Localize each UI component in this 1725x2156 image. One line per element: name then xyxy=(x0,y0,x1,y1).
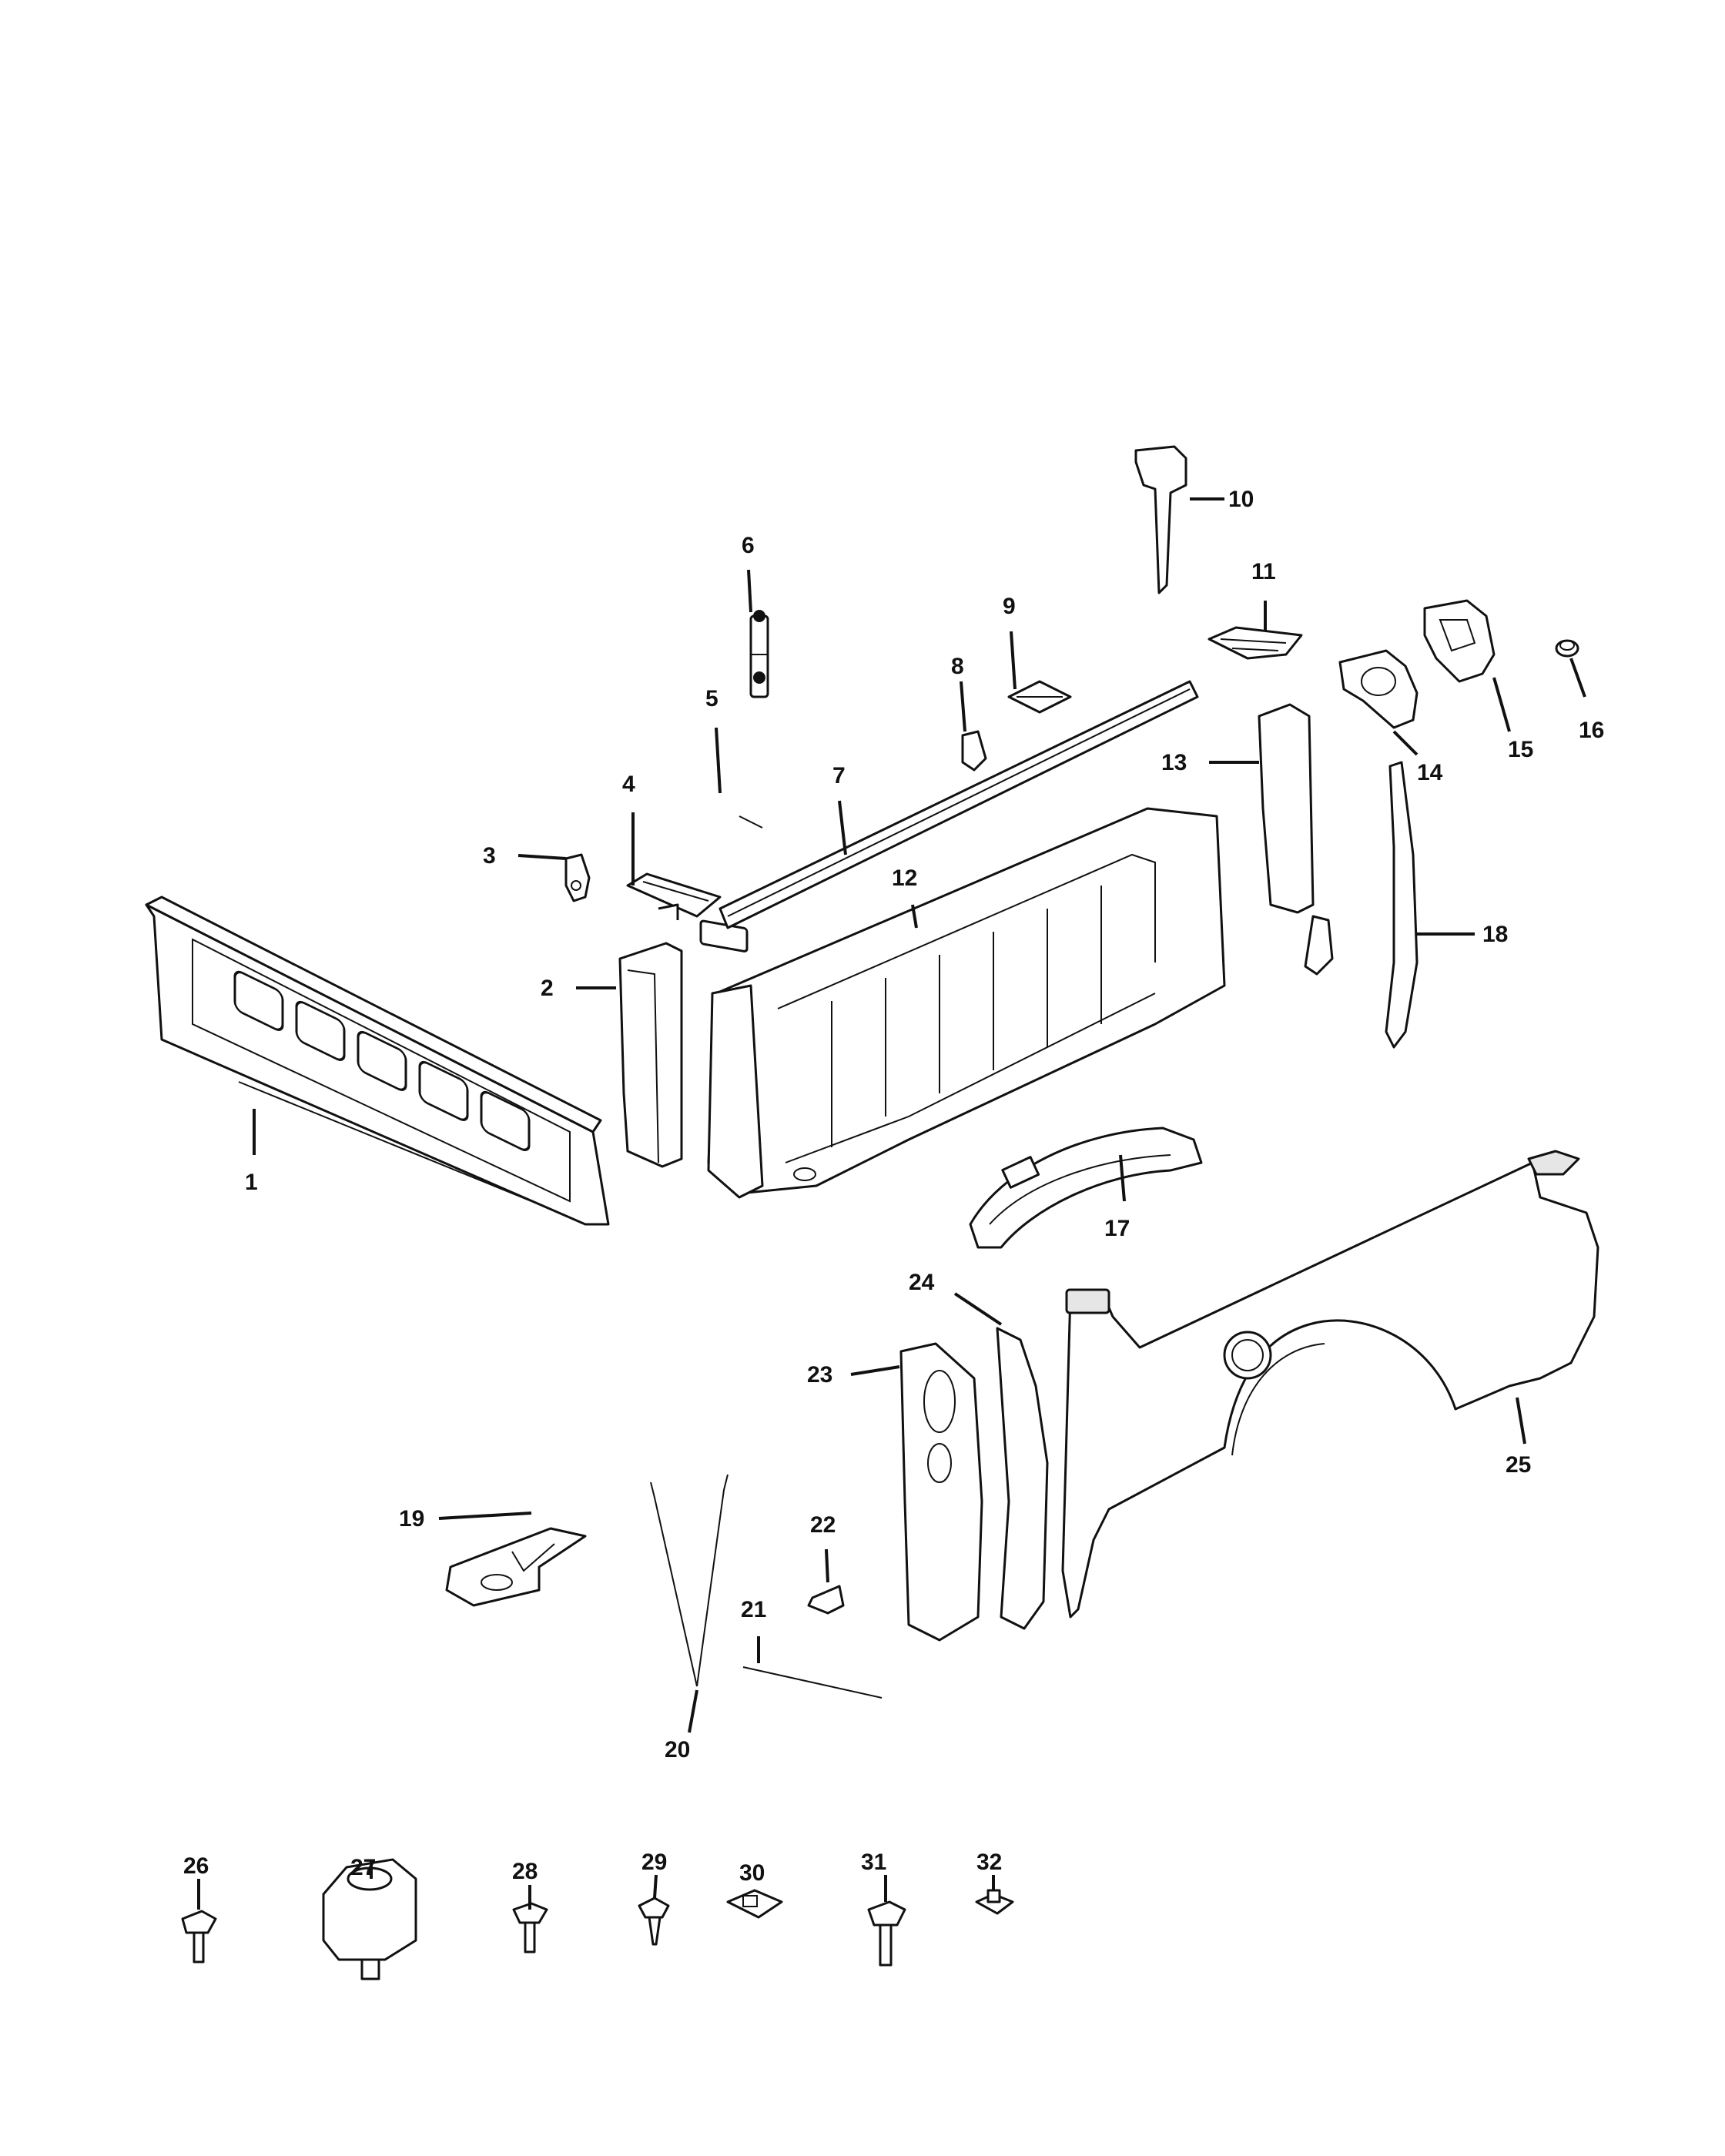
part-wheelhouse-17 xyxy=(969,1127,1203,1249)
part-inner-panel-13 xyxy=(1258,703,1334,976)
part-latch-5 xyxy=(699,815,763,952)
part-plate-4 xyxy=(626,872,722,920)
part-clip-8 xyxy=(961,730,987,772)
part-bracket-14 xyxy=(1338,649,1419,729)
part-inner-side-23 xyxy=(899,1342,983,1642)
part-pillar-bracket xyxy=(618,942,683,1168)
part-hinge-6 xyxy=(749,610,769,698)
callout-16: 16 xyxy=(1579,718,1604,743)
callout-20: 20 xyxy=(665,1737,690,1763)
part-cable-21 xyxy=(742,1666,883,1699)
part-plate-9 xyxy=(1007,680,1072,714)
callout-26: 26 xyxy=(183,1853,209,1879)
callout-15: 15 xyxy=(1508,737,1533,762)
callout-27: 27 xyxy=(350,1855,376,1880)
callout-17: 17 xyxy=(1104,1216,1130,1241)
callout-31: 31 xyxy=(861,1850,886,1875)
part-cargo-box-12 xyxy=(707,807,1226,1199)
part-rod-20 xyxy=(650,1474,729,1687)
part-bed-rail-7 xyxy=(718,680,1199,929)
callout-6: 6 xyxy=(742,533,755,558)
leader-lines xyxy=(197,497,1586,1910)
callout-4: 4 xyxy=(622,772,635,797)
callout-3: 3 xyxy=(483,843,496,869)
callout-14: 14 xyxy=(1417,760,1443,785)
callout-19: 19 xyxy=(399,1506,424,1532)
part-bolt-31 xyxy=(867,1900,906,1967)
callout-labels: 1 2 3 4 5 6 7 8 9 10 11 12 13 14 15 16 1… xyxy=(183,487,1604,1886)
callout-22: 22 xyxy=(810,1512,836,1538)
callout-28: 28 xyxy=(512,1859,538,1884)
callout-5: 5 xyxy=(705,686,718,711)
part-bracket-15 xyxy=(1423,599,1496,683)
part-reinforcement-24 xyxy=(996,1327,1049,1630)
part-bolt-28 xyxy=(512,1902,548,1953)
part-outer-box-side-25 xyxy=(1061,1150,1599,1619)
part-isolator-27 xyxy=(322,1858,417,1980)
callout-10: 10 xyxy=(1228,487,1254,512)
part-nut-30 xyxy=(726,1889,783,1919)
callout-12: 12 xyxy=(892,865,917,891)
callout-18: 18 xyxy=(1482,922,1508,947)
part-bolt-29 xyxy=(638,1897,670,1946)
callout-21: 21 xyxy=(741,1597,766,1622)
part-plug-16 xyxy=(1555,639,1579,658)
part-reinforcement-18 xyxy=(1385,761,1419,1049)
callout-2: 2 xyxy=(541,976,554,1001)
part-crossmember-19 xyxy=(445,1527,587,1607)
callout-7: 7 xyxy=(832,763,846,788)
part-upper-pillar-10 xyxy=(1134,445,1187,594)
tailgate-windows xyxy=(233,970,531,1151)
part-tailgate xyxy=(145,896,610,1226)
callout-9: 9 xyxy=(1003,594,1016,619)
callout-25: 25 xyxy=(1506,1452,1531,1478)
callout-13: 13 xyxy=(1161,750,1187,775)
callout-23: 23 xyxy=(807,1362,832,1388)
box-floor-ribs xyxy=(831,886,1102,1147)
callout-1: 1 xyxy=(245,1170,258,1195)
part-step-plate-11 xyxy=(1208,626,1303,660)
callout-32: 32 xyxy=(976,1850,1002,1875)
part-nut-32 xyxy=(975,1889,1014,1915)
part-clip-22 xyxy=(807,1585,845,1615)
callout-30: 30 xyxy=(739,1860,765,1886)
callout-29: 29 xyxy=(641,1850,667,1875)
callout-24: 24 xyxy=(909,1270,935,1295)
part-bolt-26 xyxy=(181,1910,217,1964)
part-small-bracket-3 xyxy=(564,853,591,902)
callout-11: 11 xyxy=(1251,559,1276,584)
callout-8: 8 xyxy=(951,654,964,679)
